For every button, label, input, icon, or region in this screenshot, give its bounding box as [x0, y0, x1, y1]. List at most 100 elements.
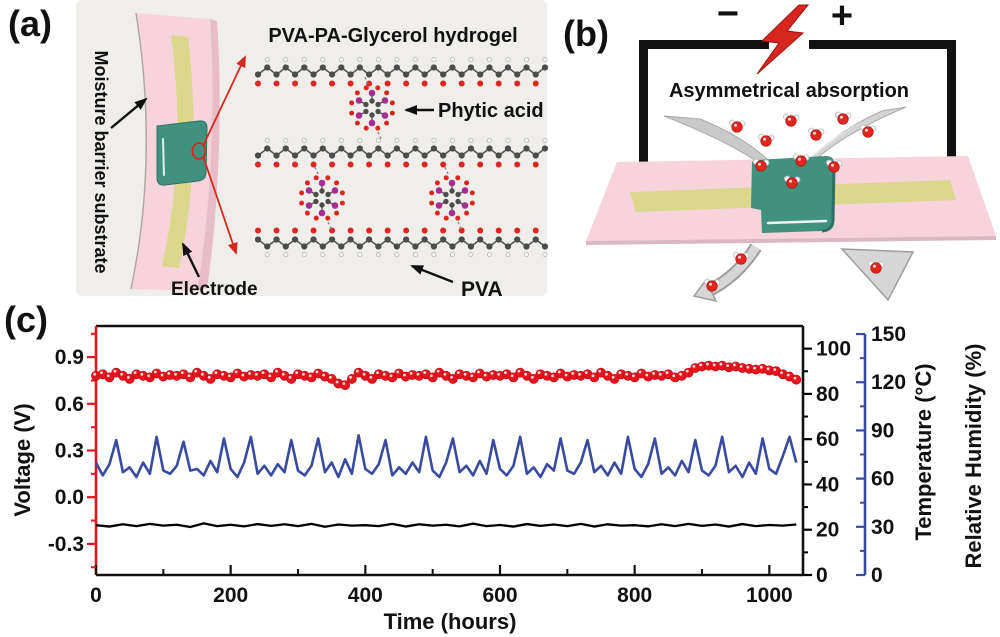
hydrogen-atom	[431, 57, 437, 63]
hydrogen-bond	[443, 164, 449, 175]
phosphorus-atom	[305, 187, 313, 194]
oxygen-atom	[477, 227, 484, 234]
phytic-acid-label: Phytic acid	[438, 100, 544, 122]
data-point-highlight	[524, 372, 528, 376]
carbon-atom	[369, 112, 375, 118]
data-point-highlight	[221, 372, 225, 376]
hydrogen-atom	[320, 251, 326, 257]
data-point-highlight	[214, 371, 218, 375]
hydrogen-atom	[505, 137, 511, 143]
data-point-highlight	[584, 371, 588, 375]
data-point-highlight	[140, 372, 144, 376]
oxygen-atom	[313, 215, 319, 221]
data-point-highlight	[497, 372, 501, 376]
humidity-tick-label: 150	[871, 323, 906, 346]
oxygen-atom	[421, 80, 428, 87]
hydrogen-atom	[486, 251, 492, 257]
oxygen-atom	[786, 177, 798, 189]
voltage-series	[91, 360, 802, 391]
carbon-atom	[264, 243, 271, 250]
carbon-atom	[375, 101, 381, 108]
oxygen-atom	[389, 100, 395, 106]
carbon-atom	[455, 191, 461, 198]
carbon-atom	[365, 236, 373, 243]
humidity-tick-label: 90	[871, 419, 894, 442]
oxygen-atom	[532, 227, 539, 234]
oxygen-atom	[292, 80, 299, 87]
carbon-atom	[384, 236, 391, 243]
oxygen-atom	[384, 161, 391, 168]
data-point-highlight	[591, 374, 595, 378]
hydrogen-atom	[412, 57, 418, 63]
phosphorus-atom	[461, 202, 469, 209]
exit-arrow-right	[840, 248, 915, 302]
water-molecule	[835, 111, 852, 125]
data-point-highlight	[645, 373, 649, 377]
data-point-highlight	[672, 374, 676, 378]
phosphorus-atom	[331, 202, 339, 209]
data-point-highlight	[618, 371, 622, 375]
oxygen-atom	[706, 280, 718, 292]
voltage-tick-label: 0.9	[55, 346, 84, 369]
data-point-highlight	[598, 369, 602, 373]
data-point-highlight	[153, 370, 157, 374]
hydrogen-atom	[264, 137, 270, 143]
substrate-edge	[130, 12, 148, 290]
carbon-atom	[282, 64, 289, 71]
data-point-highlight	[174, 372, 177, 376]
data-point-highlight	[517, 369, 521, 373]
oxygen-atom	[477, 161, 484, 168]
carbon-atom	[375, 145, 382, 152]
temperature-tick-label: 80	[816, 383, 839, 406]
data-point-highlight	[490, 372, 494, 375]
data-point-highlight	[450, 375, 453, 379]
carbon-atom	[514, 71, 521, 78]
water-molecule	[758, 133, 775, 147]
oxygen-atom	[255, 161, 261, 168]
x-axis-label: Time (hours)	[384, 609, 517, 634]
carbon-atom	[254, 71, 262, 78]
hydrogel-highlight-b	[766, 219, 828, 225]
data-point-highlight	[429, 374, 433, 378]
data-point-highlight	[100, 371, 103, 375]
carbon-atom	[523, 243, 530, 250]
oxygen-atom	[455, 175, 461, 181]
carbon-atom	[254, 152, 262, 159]
oxygen-atom	[795, 155, 807, 167]
hydrogen-atom	[375, 57, 381, 63]
hydrogen-atom	[505, 57, 511, 63]
oxygen-atom	[299, 200, 305, 206]
carbon-atom	[467, 64, 475, 71]
data-point-highlight	[268, 374, 272, 378]
data-point-highlight	[726, 364, 730, 368]
oxygen-atom	[292, 227, 299, 234]
carbon-atom	[356, 243, 363, 250]
hydrogen-atom	[283, 57, 289, 63]
data-point-highlight	[342, 382, 346, 385]
temperature-tick-label: 60	[816, 428, 839, 451]
carbon-atom	[310, 236, 317, 243]
hydrogen-atom	[505, 251, 511, 257]
hydrogen-atom	[283, 137, 289, 143]
carbon-atom	[310, 71, 317, 78]
oxygen-atom	[329, 161, 336, 168]
data-point-highlight	[456, 371, 460, 375]
data-point-highlight	[557, 370, 561, 374]
oxygen-atom	[313, 175, 319, 181]
data-point-highlight	[753, 366, 756, 370]
data-point-highlight	[625, 372, 629, 376]
carbon-atom	[369, 98, 375, 104]
carbon-atom	[384, 71, 391, 78]
hydrogen-atom	[449, 57, 455, 63]
carbon-atom	[443, 191, 449, 198]
data-point-highlight	[308, 374, 312, 378]
data-point-highlight	[578, 372, 581, 376]
oxygen-atom	[329, 80, 336, 87]
oxygen-atom	[339, 190, 345, 196]
hydrogen-atom	[375, 251, 381, 257]
oxygen-atom	[334, 180, 340, 186]
minus-terminal: −	[717, 0, 739, 35]
data-point-highlight	[739, 365, 743, 368]
carbon-atom	[365, 71, 373, 78]
data-point-highlight	[504, 371, 507, 375]
